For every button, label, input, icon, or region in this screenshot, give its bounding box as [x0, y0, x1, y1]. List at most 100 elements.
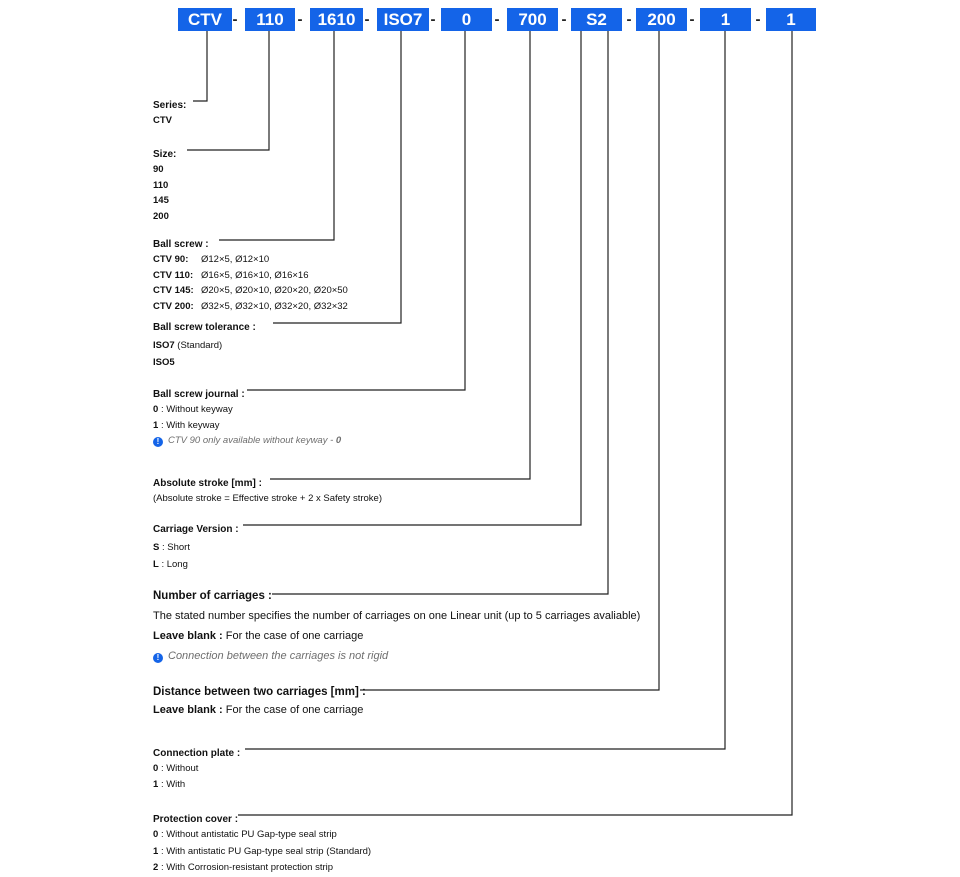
option-item: S : Short — [153, 539, 239, 556]
section-description: The stated number specifies the number o… — [153, 610, 641, 622]
connector-protection-cover — [238, 31, 793, 816]
option-item: 110 — [153, 179, 169, 191]
option-item: 1 : With antistatic PU Gap-type seal str… — [153, 844, 371, 861]
connector-distance — [360, 31, 660, 691]
connector-ball-screw — [219, 31, 335, 241]
code-part-ball-screw: 1610 — [310, 8, 363, 31]
option-item: 200 — [153, 210, 169, 222]
option-code: 1 — [153, 845, 159, 857]
option-code: 0 — [153, 763, 159, 774]
option-text: Ø32×5, Ø32×10, Ø32×20, Ø32×32 — [201, 300, 348, 312]
code-part-size: 110 — [245, 8, 295, 31]
note-text: Connection between the carriages is not … — [168, 650, 389, 662]
option-code: L — [153, 559, 159, 570]
section-stroke: Absolute stroke [mm] : (Absolute stroke … — [153, 473, 382, 507]
section-carriage-version: Carriage Version : S : Short L : Long — [153, 519, 239, 573]
section-connection-plate: Connection plate : 0 : Without 1 : With — [153, 743, 240, 792]
connector-connection-plate — [245, 31, 726, 750]
code-separator: - — [755, 11, 761, 28]
option-text: Ø20×5, Ø20×10, Ø20×20, Ø20×50 — [201, 285, 348, 296]
connector-size — [187, 31, 270, 151]
section-description: (Absolute stroke = Effective stroke + 2 … — [153, 493, 382, 504]
code-separator: - — [430, 11, 436, 28]
section-title: Number of carriages : — [153, 590, 272, 602]
option-item: L : Long — [153, 556, 239, 573]
option-code: S — [153, 542, 160, 553]
connector-stroke — [270, 31, 531, 480]
option-text: : Short — [161, 542, 190, 553]
section-title: Ball screw journal : — [153, 389, 245, 400]
option-text: : Without — [160, 763, 199, 774]
option-code: ISO7 — [153, 340, 175, 351]
section-title: Carriage Version : — [153, 524, 239, 535]
option-item: CTV 200:Ø32×5, Ø32×10, Ø32×20, Ø32×32 — [153, 299, 348, 315]
option-text: Ø16×5, Ø16×10, Ø16×16 — [201, 269, 309, 281]
option-item: Leave blank : For the case of one carria… — [153, 700, 366, 720]
option-item: 145 — [153, 195, 169, 206]
option-text: : With keyway — [160, 419, 220, 431]
code-part-tolerance: ISO7 — [377, 8, 429, 31]
option-item: CTV 90: Ø12×5, Ø12×10 — [153, 252, 348, 268]
code-separator: - — [364, 11, 370, 28]
option-text: For the case of one carriage — [225, 630, 364, 642]
section-title: Series: — [153, 100, 187, 111]
section-ball-screw: Ball screw : CTV 90: Ø12×5, Ø12×10 CTV 11… — [153, 234, 348, 314]
code-separator: - — [297, 11, 303, 28]
option-code: Leave blank : — [153, 704, 223, 716]
option-text: For the case of one carriage — [225, 704, 364, 716]
note-text: CTV 90 only available without keyway - — [168, 435, 336, 446]
option-code: 0 — [153, 404, 159, 415]
info-note: !Connection between the carriages is not… — [153, 646, 640, 666]
option-text: : Without antistatic PU Gap-type seal st… — [160, 829, 337, 840]
section-title: Ball screw : — [153, 239, 209, 250]
section-protection-cover: Protection cover : 0 : Without antistati… — [153, 809, 371, 877]
info-note: !CTV 90 only available without keyway - … — [153, 433, 341, 449]
section-title: Ball screw tolerance : — [153, 322, 256, 333]
option-code: ISO5 — [153, 357, 175, 368]
section-tolerance: Ball screw tolerance : ISO7 (Standard) I… — [153, 317, 256, 371]
connector-series — [193, 31, 208, 102]
section-num-carriages: Number of carriages : The stated number … — [153, 586, 640, 666]
option-item: 0 : Without antistatic PU Gap-type seal … — [153, 827, 371, 844]
connector-tolerance — [273, 31, 402, 324]
option-code: 2 — [153, 862, 159, 873]
section-distance: Distance between two carriages [mm] : Le… — [153, 682, 366, 720]
option-code: CTV 90: — [153, 254, 189, 265]
option-code: 0 — [153, 829, 159, 840]
code-separator: - — [689, 11, 695, 28]
option-code: Leave blank : — [153, 630, 223, 642]
option-text: Ø12×5, Ø12×10 — [201, 254, 270, 265]
note-code: 0 — [335, 435, 342, 446]
option-item: ISO5 — [153, 354, 256, 371]
option-text: : With antistatic PU Gap-type seal strip… — [160, 845, 372, 857]
section-title: Absolute stroke [mm] : — [153, 478, 262, 489]
option-text: (Standard) — [177, 340, 223, 351]
option-item: Leave blank : For the case of one carria… — [153, 626, 640, 646]
code-separator: - — [561, 11, 567, 28]
option-code: CTV 145: — [153, 285, 194, 296]
option-item: 1 : With keyway — [153, 418, 341, 434]
option-code: CTV 110: — [153, 269, 194, 281]
option-text: : Without keyway — [160, 404, 233, 415]
option-item: 0 : Without — [153, 761, 240, 777]
option-text: : With — [160, 778, 186, 790]
section-series: Series: CTV — [153, 95, 186, 129]
code-part-distance: 200 — [636, 8, 687, 31]
option-text: : Long — [161, 559, 188, 570]
option-item: ISO7 (Standard) — [153, 337, 256, 354]
section-journal: Ball screw journal : 0 : Without keyway … — [153, 384, 341, 449]
connector-journal — [247, 31, 466, 391]
code-part-connection-plate: 1 — [700, 8, 751, 31]
code-part-carriage: S2 — [571, 8, 622, 31]
option-item: 0 : Without keyway — [153, 402, 341, 418]
option-item: CTV — [153, 115, 172, 126]
option-item: 1 : With — [153, 777, 240, 793]
connector-num-carriages — [272, 31, 609, 595]
option-item: CTV 145: Ø20×5, Ø20×10, Ø20×20, Ø20×50 — [153, 283, 348, 299]
connector-carriage-version — [243, 31, 582, 526]
code-part-series: CTV — [178, 8, 232, 31]
code-part-stroke: 700 — [507, 8, 558, 31]
option-text: : With Corrosion-resistant protection st… — [160, 862, 334, 873]
info-icon: ! — [153, 437, 163, 447]
